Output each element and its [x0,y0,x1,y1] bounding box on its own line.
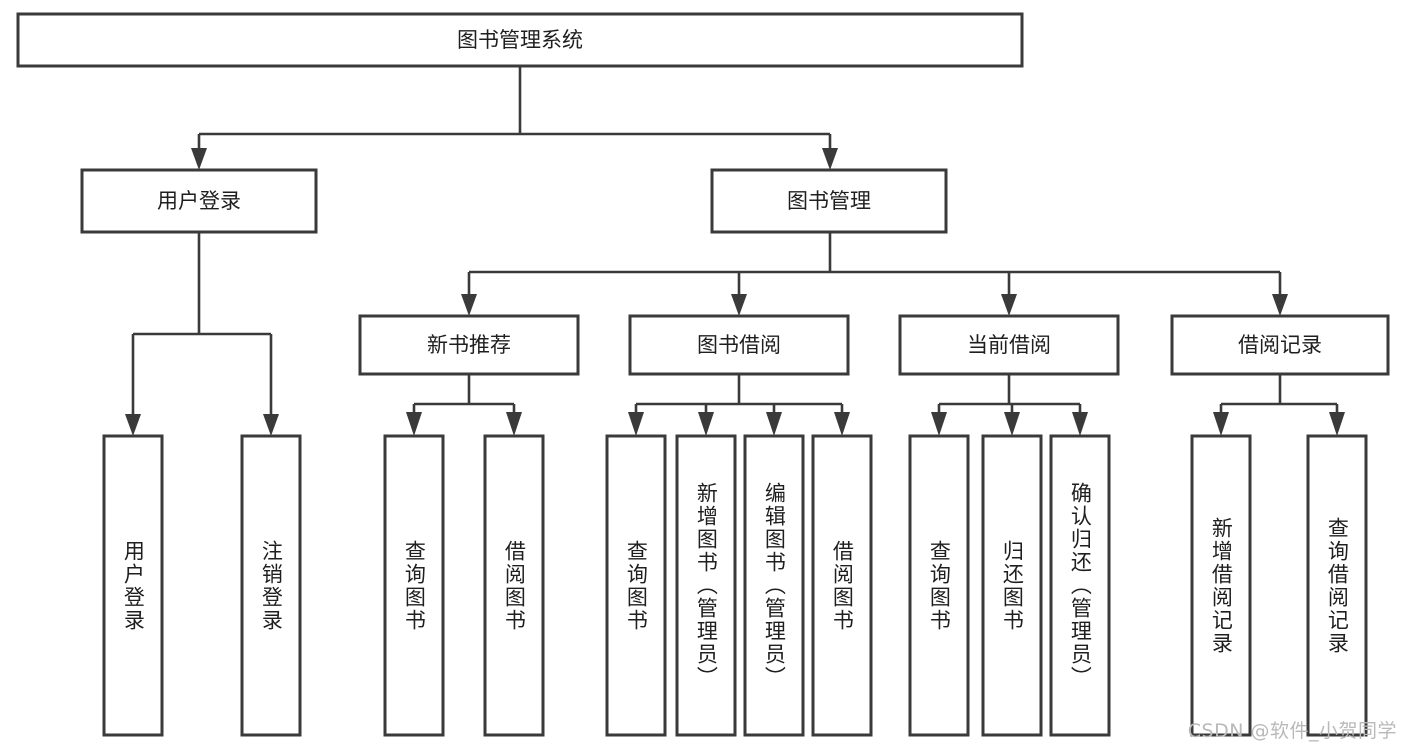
node-book-borrow[interactable]: 图书借阅 [628,314,850,376]
leaf-box-edit-book[interactable] [743,434,805,737]
node-current-borrow-label: 当前借阅 [967,333,1051,357]
arrowhead-leaf-borrow-book-1 [506,412,522,436]
arrowhead-leaf-add-record [1213,412,1229,436]
leaf-box-query-book-1[interactable] [383,434,445,737]
node-borrow-record-box[interactable] [1170,314,1390,376]
arrowhead-user-login [191,148,207,170]
arrowhead-leaf-query-book-2 [628,412,644,436]
arrowhead-leaf-query-book-1 [406,412,422,436]
node-root[interactable]: 图书管理系统 [16,12,1024,68]
watermark-text: CSDN @软件_小贺同学 [1187,720,1397,742]
leaf-box-borrow-book-1[interactable] [483,434,545,737]
arrowhead-leaf-user-logout [263,414,279,436]
arrowhead-leaf-return-book [1004,412,1020,436]
connector-group [125,66,1345,436]
leaf-box-user-login[interactable] [102,434,164,737]
node-user-login[interactable]: 用户登录 [80,168,318,234]
node-borrow-record-label: 借阅记录 [1238,333,1322,357]
node-new-book-recommend[interactable]: 新书推荐 [358,314,580,376]
node-book-manage-box[interactable] [710,168,948,234]
arrowhead-leaf-edit-book [766,412,782,436]
node-new-book-recommend-label: 新书推荐 [427,333,511,357]
leaf-box-confirm-return[interactable] [1049,434,1111,737]
arrowhead-leaf-query-book-3 [931,412,947,436]
arrowhead-borrow-record [1272,294,1288,316]
node-current-borrow-box[interactable] [898,314,1120,376]
leaf-box-borrow-book-2[interactable] [811,434,873,737]
leaf-box-user-logout[interactable] [240,434,302,737]
node-root-box[interactable] [16,12,1024,68]
arrowhead-new-book-recommend [461,294,477,316]
node-borrow-record[interactable]: 借阅记录 [1170,314,1390,376]
leaf-box-add-book[interactable] [675,434,737,737]
node-book-manage[interactable]: 图书管理 [710,168,948,234]
node-book-borrow-label: 图书借阅 [697,333,781,357]
leaf-box-return-book[interactable] [981,434,1043,737]
node-book-manage-label: 图书管理 [787,189,871,213]
arrowhead-current-borrow [1001,294,1017,316]
leaf-box-add-record[interactable] [1190,434,1252,737]
node-root-label: 图书管理系统 [457,28,583,52]
node-user-login-box[interactable] [80,168,318,234]
arrowhead-leaf-user-login [125,414,141,436]
arrowhead-leaf-add-book [698,412,714,436]
arrowhead-book-borrow [731,294,747,316]
leaf-box-group [102,434,1368,737]
arrowhead-leaf-confirm-return [1072,412,1088,436]
node-new-book-recommend-box[interactable] [358,314,580,376]
leaf-box-query-record[interactable] [1306,434,1368,737]
node-user-login-label: 用户登录 [157,189,241,213]
arrowhead-book-manage [822,148,838,170]
node-current-borrow[interactable]: 当前借阅 [898,314,1120,376]
arrowhead-leaf-query-record [1329,412,1345,436]
node-book-borrow-box[interactable] [628,314,850,376]
leaf-box-query-book-3[interactable] [908,434,970,737]
leaf-box-query-book-2[interactable] [605,434,667,737]
arrowhead-leaf-borrow-book-2 [834,412,850,436]
